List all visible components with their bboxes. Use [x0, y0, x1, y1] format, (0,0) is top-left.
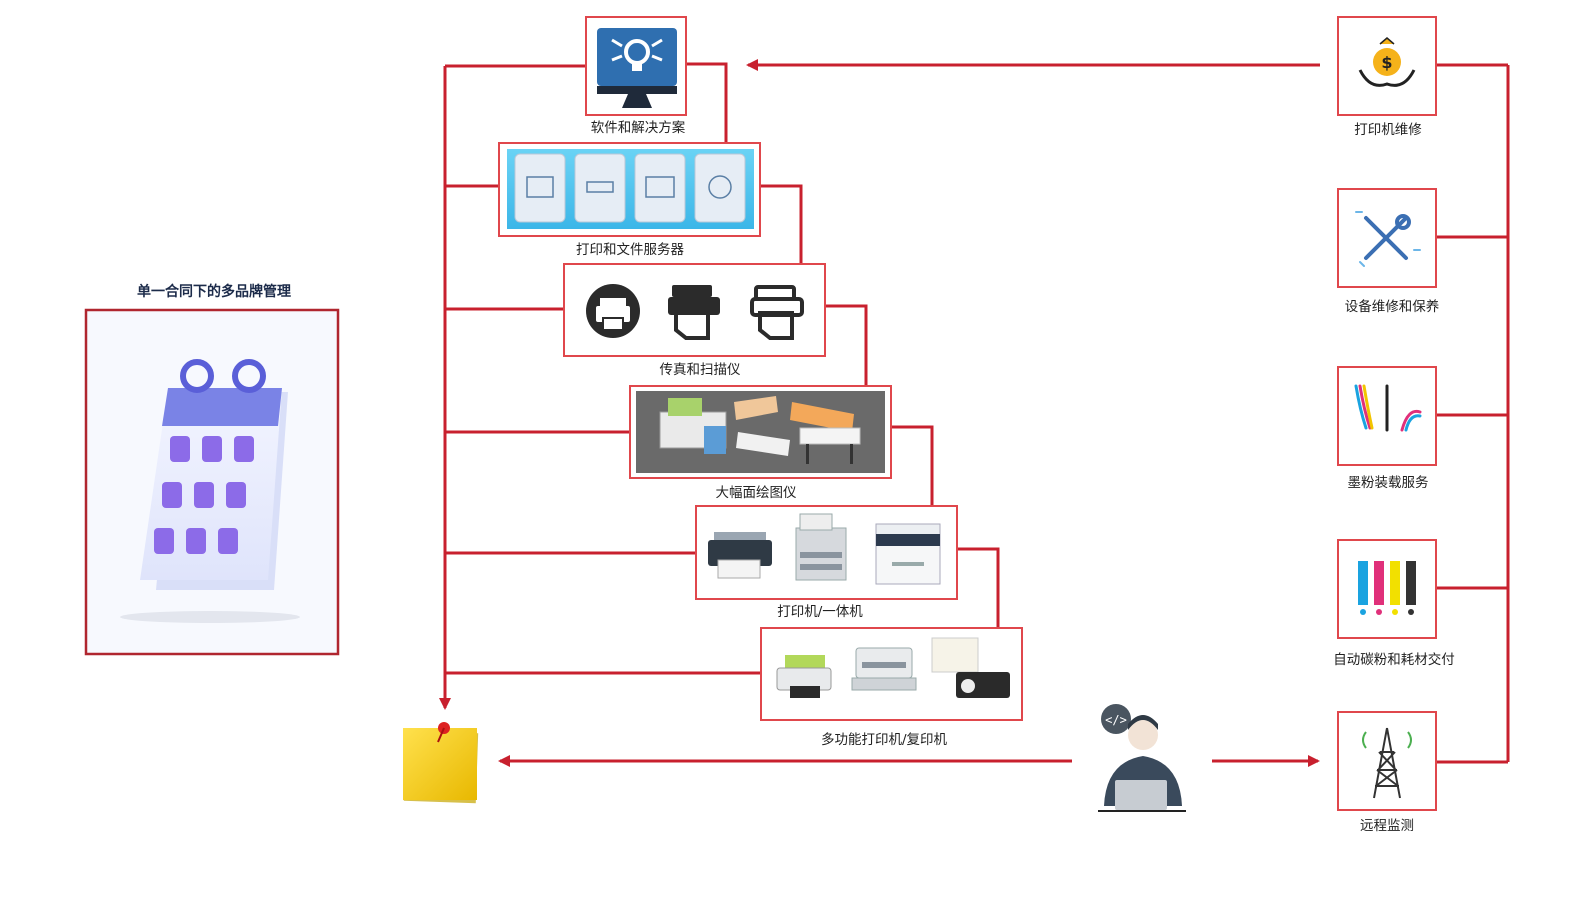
printer-icon [708, 513, 941, 585]
stair-3 [825, 304, 868, 386]
monitor-lightbulb-icon [597, 28, 677, 108]
label-ink: 墨粉装载服务 [1348, 475, 1429, 491]
label-remote: 远程监测 [1360, 818, 1414, 834]
product-mfp: 多功能打印机/复印机 [760, 627, 1023, 748]
connector-lines [439, 59, 1510, 767]
stair-1 [686, 62, 728, 143]
label-toner: 自动碳粉和耗材交付 [1333, 651, 1455, 668]
product-plotter: 大幅面绘图仪 [629, 385, 892, 501]
label-repair: 打印机维修 [1354, 121, 1422, 138]
stair-2 [760, 184, 803, 264]
service-repair: $ 打印机维修 [1337, 16, 1437, 138]
label-maintenance: 设备维修和保养 [1345, 298, 1440, 315]
left-title: 单一合同下的多品牌管理 [137, 283, 291, 300]
product-server: 打印和文件服务器 [498, 142, 761, 258]
product-software: 软件和解决方案 [585, 16, 687, 136]
product-printer: 打印机/一体机 [695, 505, 958, 620]
money-bag-hands-icon: $ [1358, 37, 1416, 87]
label-printer: 打印机/一体机 [777, 603, 863, 620]
stair-4 [891, 425, 934, 506]
label-fax: 传真和扫描仪 [660, 362, 741, 378]
technician-icon: </> [1098, 704, 1186, 812]
product-fax: 传真和扫描仪 [563, 263, 826, 378]
service-maintenance: 设备维修和保养 [1337, 188, 1440, 315]
label-server: 打印和文件服务器 [576, 241, 684, 258]
label-plotter: 大幅面绘图仪 [716, 485, 797, 501]
calendar-panel: 单一合同下的多品牌管理 [84, 283, 340, 656]
service-remote: 远程监测 [1337, 711, 1437, 834]
server-cards-icon [507, 149, 754, 229]
stair-5 [957, 547, 1000, 628]
service-ink: 墨粉装载服务 [1337, 366, 1437, 491]
toner-cartridges-icon [1358, 561, 1416, 615]
svg-text:$: $ [1381, 53, 1392, 72]
antenna-tower-icon [1362, 727, 1412, 799]
service-toner: 自动碳粉和耗材交付 [1333, 539, 1455, 668]
svg-text:</>: </> [1105, 713, 1127, 727]
ink-streams-icon [1354, 384, 1422, 432]
mfp-copier-icon [776, 637, 1010, 698]
calendar-icon [120, 359, 300, 623]
plotter-icon [636, 391, 885, 473]
fax-printer-icon [586, 284, 804, 340]
label-mfp: 多功能打印机/复印机 [821, 731, 948, 748]
tools-icon [1355, 211, 1421, 267]
label-software: 软件和解决方案 [591, 119, 686, 136]
sticky-note-icon [403, 722, 479, 804]
